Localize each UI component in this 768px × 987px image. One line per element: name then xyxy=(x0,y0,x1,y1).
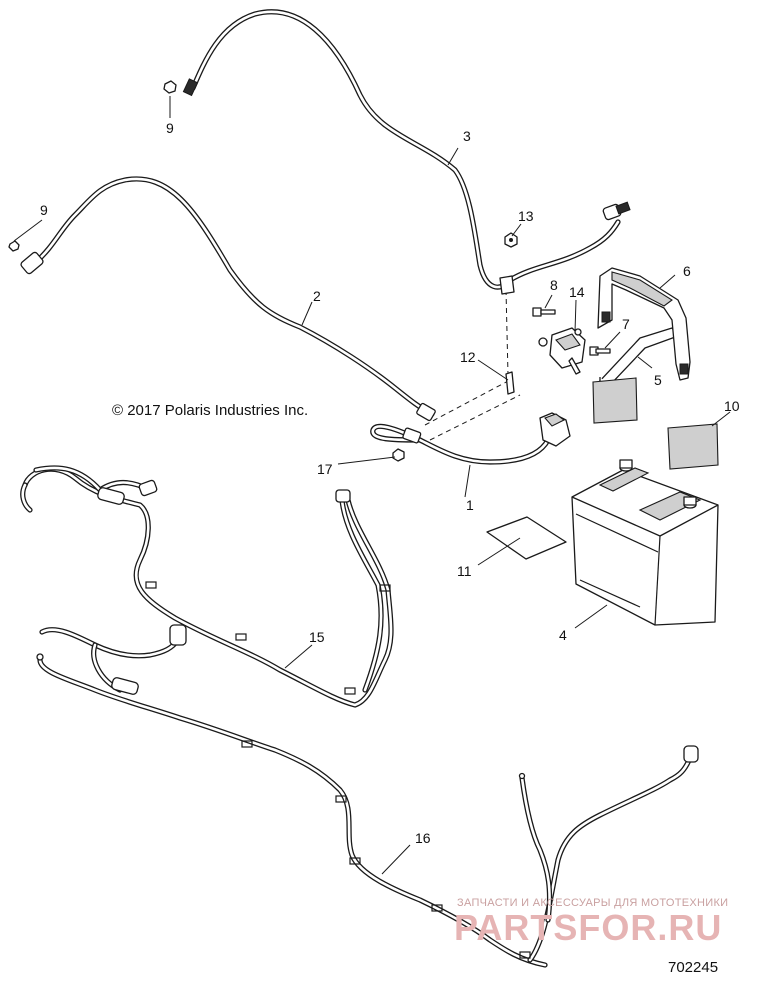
callout-17: 17 xyxy=(317,461,333,477)
callout-10: 10 xyxy=(724,398,740,414)
callout-14: 14 xyxy=(569,284,585,300)
nut-9-left[interactable] xyxy=(8,240,20,252)
callout-13: 13 xyxy=(518,208,534,224)
cable-3[interactable] xyxy=(182,9,631,290)
callout-9-left: 9 xyxy=(40,202,48,218)
alignment-line xyxy=(505,289,509,376)
bracket-13[interactable] xyxy=(499,275,515,295)
pad-11[interactable] xyxy=(486,516,567,560)
pad-10[interactable] xyxy=(667,423,719,470)
alignment-line xyxy=(429,394,521,441)
leader-lines xyxy=(13,96,731,875)
solenoid-14[interactable] xyxy=(538,327,586,375)
callout-8: 8 xyxy=(550,277,558,293)
callout-2: 2 xyxy=(313,288,321,304)
copyright-notice: © 2017 Polaris Industries Inc. xyxy=(112,402,308,419)
callout-6: 6 xyxy=(683,263,691,279)
callout-9-top: 9 xyxy=(166,120,174,136)
wire-harness-16[interactable] xyxy=(36,624,699,968)
battery-4[interactable] xyxy=(571,459,719,626)
nut-17[interactable] xyxy=(392,448,405,462)
wire-harness-15[interactable] xyxy=(20,465,394,708)
callout-16: 16 xyxy=(415,830,431,846)
callout-4: 4 xyxy=(559,627,567,643)
callout-7: 7 xyxy=(622,316,630,332)
cable-1[interactable] xyxy=(370,412,571,465)
alignment-line xyxy=(424,379,511,426)
bolt-7[interactable] xyxy=(589,346,611,356)
watermark-brand: PARTSFOR.RU xyxy=(454,907,722,948)
watermark-caption: ЗАПЧАСТИ И АКСЕССУАРЫ ДЛЯ МОТОТЕХНИКИ xyxy=(457,897,728,909)
callout-11: 11 xyxy=(457,563,472,579)
callout-3: 3 xyxy=(463,128,471,144)
callout-5: 5 xyxy=(654,372,662,388)
pad-7[interactable] xyxy=(592,377,638,424)
callout-12: 12 xyxy=(460,349,476,365)
bolt-8[interactable] xyxy=(532,307,556,317)
hold-down-strap-6[interactable] xyxy=(597,267,691,381)
clip-12[interactable] xyxy=(505,371,515,395)
callout-15: 15 xyxy=(309,629,325,645)
document-number: 702245 xyxy=(668,959,718,976)
callout-1: 1 xyxy=(466,497,474,513)
nut-9-top[interactable] xyxy=(163,80,177,94)
nut-13[interactable] xyxy=(504,232,518,248)
cable-2[interactable] xyxy=(20,176,436,422)
